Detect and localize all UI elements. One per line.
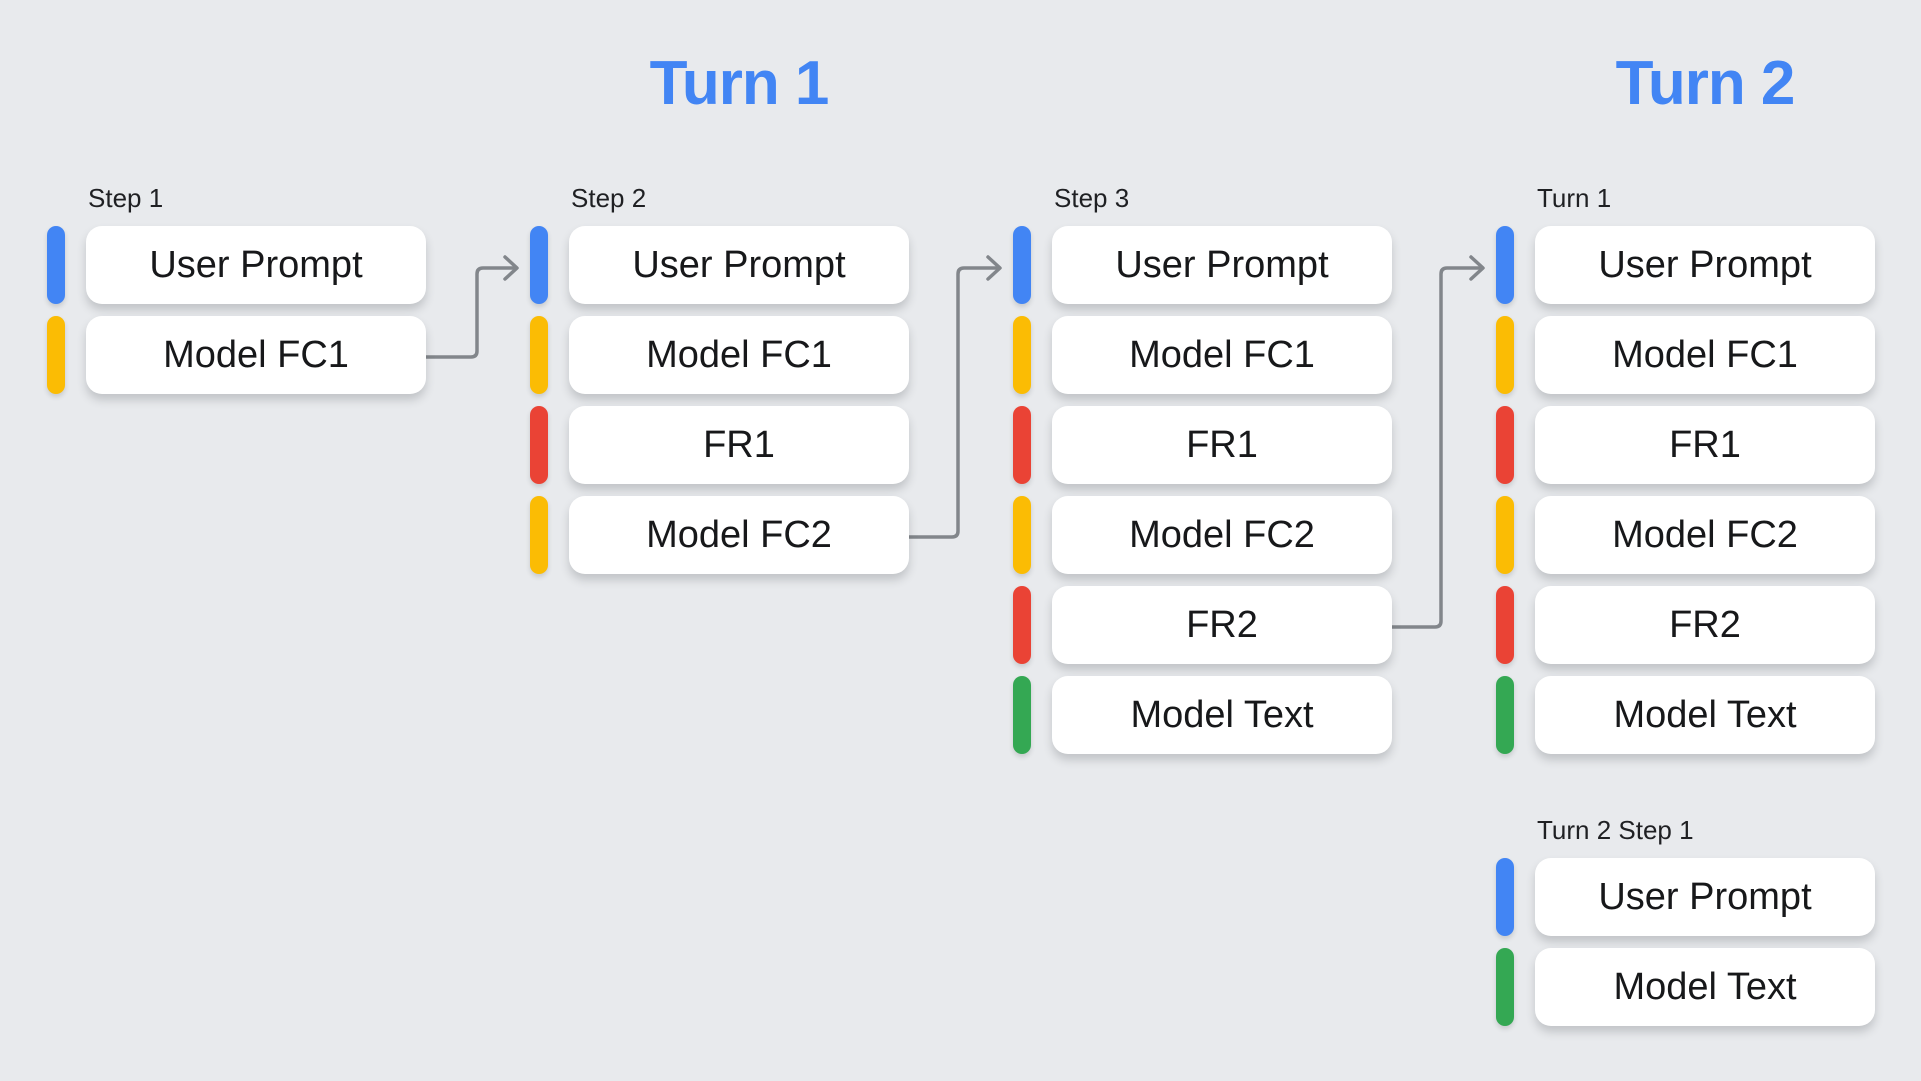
column-rows: User Prompt Model FC1 FR1 Model FC2 FR2 … xyxy=(1013,226,1393,754)
row-model-fc1: Model FC1 xyxy=(1496,316,1876,394)
turn-2-header: Turn 2 xyxy=(1615,49,1796,118)
row-model-text: Model Text xyxy=(1496,676,1876,754)
column-rows: User Prompt Model FC1 FR1 Model FC2 xyxy=(530,226,910,574)
model-fc-color-bar xyxy=(1013,496,1031,574)
row-card: Model Text xyxy=(1535,676,1875,754)
row-model-fc1: Model FC1 xyxy=(530,316,910,394)
row-fr2: FR2 xyxy=(1013,586,1393,664)
row-card: User Prompt xyxy=(86,226,426,304)
user-prompt-color-bar xyxy=(530,226,548,304)
column-step-1: Step 1 User Prompt Model FC1 xyxy=(47,182,427,394)
model-fc-color-bar xyxy=(530,496,548,574)
row-model-fc2: Model FC2 xyxy=(1013,496,1393,574)
connector-arrow-step1-to-step2 xyxy=(424,255,519,359)
user-prompt-color-bar xyxy=(1013,226,1031,304)
row-fr1: FR1 xyxy=(1496,406,1876,484)
model-fc-color-bar xyxy=(1013,316,1031,394)
function-response-color-bar xyxy=(1013,406,1031,484)
column-label: Turn 2 Step 1 xyxy=(1537,815,1694,845)
model-fc-color-bar xyxy=(1496,496,1514,574)
function-response-color-bar xyxy=(1013,586,1031,664)
row-user-prompt: User Prompt xyxy=(530,226,910,304)
column-rows: User Prompt Model FC1 FR1 Model FC2 FR2 … xyxy=(1496,226,1876,754)
row-card: Model FC2 xyxy=(569,496,909,574)
user-prompt-color-bar xyxy=(47,226,65,304)
user-prompt-color-bar xyxy=(1496,858,1514,936)
user-prompt-color-bar xyxy=(1496,226,1514,304)
row-card: FR1 xyxy=(1535,406,1875,484)
turn-1-header: Turn 1 xyxy=(649,49,830,118)
model-text-color-bar xyxy=(1013,676,1031,754)
column-rows: User Prompt Model Text xyxy=(1496,858,1876,1026)
connector-arrow-step2-to-step3 xyxy=(907,255,1002,539)
model-text-color-bar xyxy=(1496,676,1514,754)
function-response-color-bar xyxy=(1496,406,1514,484)
row-fr1: FR1 xyxy=(530,406,910,484)
column-label: Step 1 xyxy=(88,183,164,213)
column-label: Turn 1 xyxy=(1537,183,1612,213)
row-user-prompt: User Prompt xyxy=(1496,226,1876,304)
row-model-fc1: Model FC1 xyxy=(1013,316,1393,394)
row-model-text: Model Text xyxy=(1496,948,1876,1026)
column-label: Step 3 xyxy=(1054,183,1130,213)
row-card: Model FC2 xyxy=(1052,496,1392,574)
row-model-fc1: Model FC1 xyxy=(47,316,427,394)
model-text-color-bar xyxy=(1496,948,1514,1026)
column-turn-2-step-1: Turn 2 Step 1 User Prompt Model Text xyxy=(1496,814,1876,1026)
row-fr1: FR1 xyxy=(1013,406,1393,484)
row-user-prompt: User Prompt xyxy=(1496,858,1876,936)
function-response-color-bar xyxy=(530,406,548,484)
row-model-text: Model Text xyxy=(1013,676,1393,754)
row-card: User Prompt xyxy=(1052,226,1392,304)
model-fc-color-bar xyxy=(47,316,65,394)
row-card: FR2 xyxy=(1052,586,1392,664)
row-card: User Prompt xyxy=(1535,858,1875,936)
column-turn-1-history: Turn 1 User Prompt Model FC1 FR1 Model F… xyxy=(1496,182,1876,754)
function-response-color-bar xyxy=(1496,586,1514,664)
model-fc-color-bar xyxy=(1496,316,1514,394)
row-card: FR1 xyxy=(1052,406,1392,484)
column-label: Step 2 xyxy=(571,183,647,213)
row-user-prompt: User Prompt xyxy=(47,226,427,304)
row-card: User Prompt xyxy=(1535,226,1875,304)
row-card: Model Text xyxy=(1052,676,1392,754)
row-card: FR1 xyxy=(569,406,909,484)
row-fr2: FR2 xyxy=(1496,586,1876,664)
row-card: Model FC1 xyxy=(1535,316,1875,394)
row-card: Model FC2 xyxy=(1535,496,1875,574)
column-rows: User Prompt Model FC1 xyxy=(47,226,427,394)
row-card: FR2 xyxy=(1535,586,1875,664)
row-card: User Prompt xyxy=(569,226,909,304)
row-card: Model Text xyxy=(1535,948,1875,1026)
row-model-fc2: Model FC2 xyxy=(1496,496,1876,574)
row-model-fc2: Model FC2 xyxy=(530,496,910,574)
row-card: Model FC1 xyxy=(86,316,426,394)
column-step-2: Step 2 User Prompt Model FC1 FR1 Model F… xyxy=(530,182,910,574)
column-step-3: Step 3 User Prompt Model FC1 FR1 Model F… xyxy=(1013,182,1393,754)
connector-arrow-step3-to-turn1 xyxy=(1390,255,1485,629)
row-card: Model FC1 xyxy=(569,316,909,394)
row-card: Model FC1 xyxy=(1052,316,1392,394)
model-fc-color-bar xyxy=(530,316,548,394)
row-user-prompt: User Prompt xyxy=(1013,226,1393,304)
